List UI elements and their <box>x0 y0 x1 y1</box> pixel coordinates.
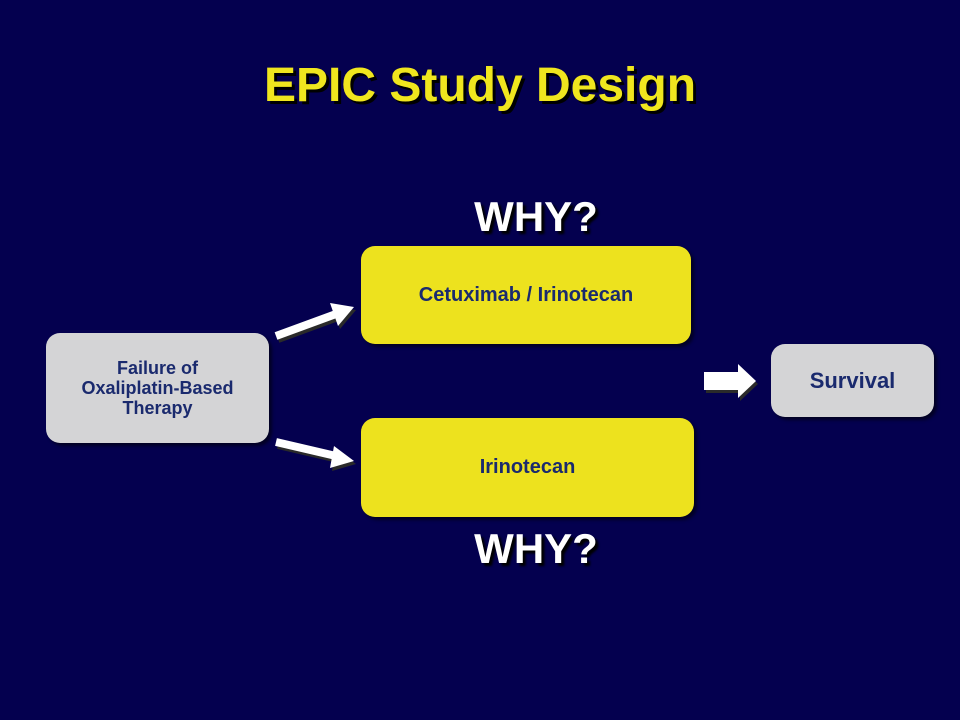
why-label-bottom: WHY? <box>474 525 598 572</box>
failure-line-2: Oxaliplatin-Based <box>81 378 234 398</box>
cetuximab-irinotecan-box: Cetuximab / Irinotecan <box>361 246 691 344</box>
why-label-top: WHY? <box>474 193 598 240</box>
cetuximab-irinotecan-label: Cetuximab / Irinotecan <box>418 283 634 306</box>
survival-label: Survival <box>809 367 896 393</box>
arrow-to-irinotecan-icon <box>275 438 356 471</box>
survival-box: Survival <box>771 344 934 417</box>
arrow-to-cetuximab-icon <box>274 303 356 343</box>
slide-title: EPIC Study Design <box>263 59 697 112</box>
failure-line-3: Therapy <box>122 398 193 418</box>
irinotecan-label: Irinotecan <box>479 456 576 478</box>
irinotecan-box: Irinotecan <box>361 418 694 517</box>
failure-line-1: Failure of <box>116 358 198 378</box>
arrow-to-survival-icon <box>704 364 758 401</box>
failure-oxaliplatin-box: Failure of Oxaliplatin-Based Therapy <box>46 333 269 443</box>
